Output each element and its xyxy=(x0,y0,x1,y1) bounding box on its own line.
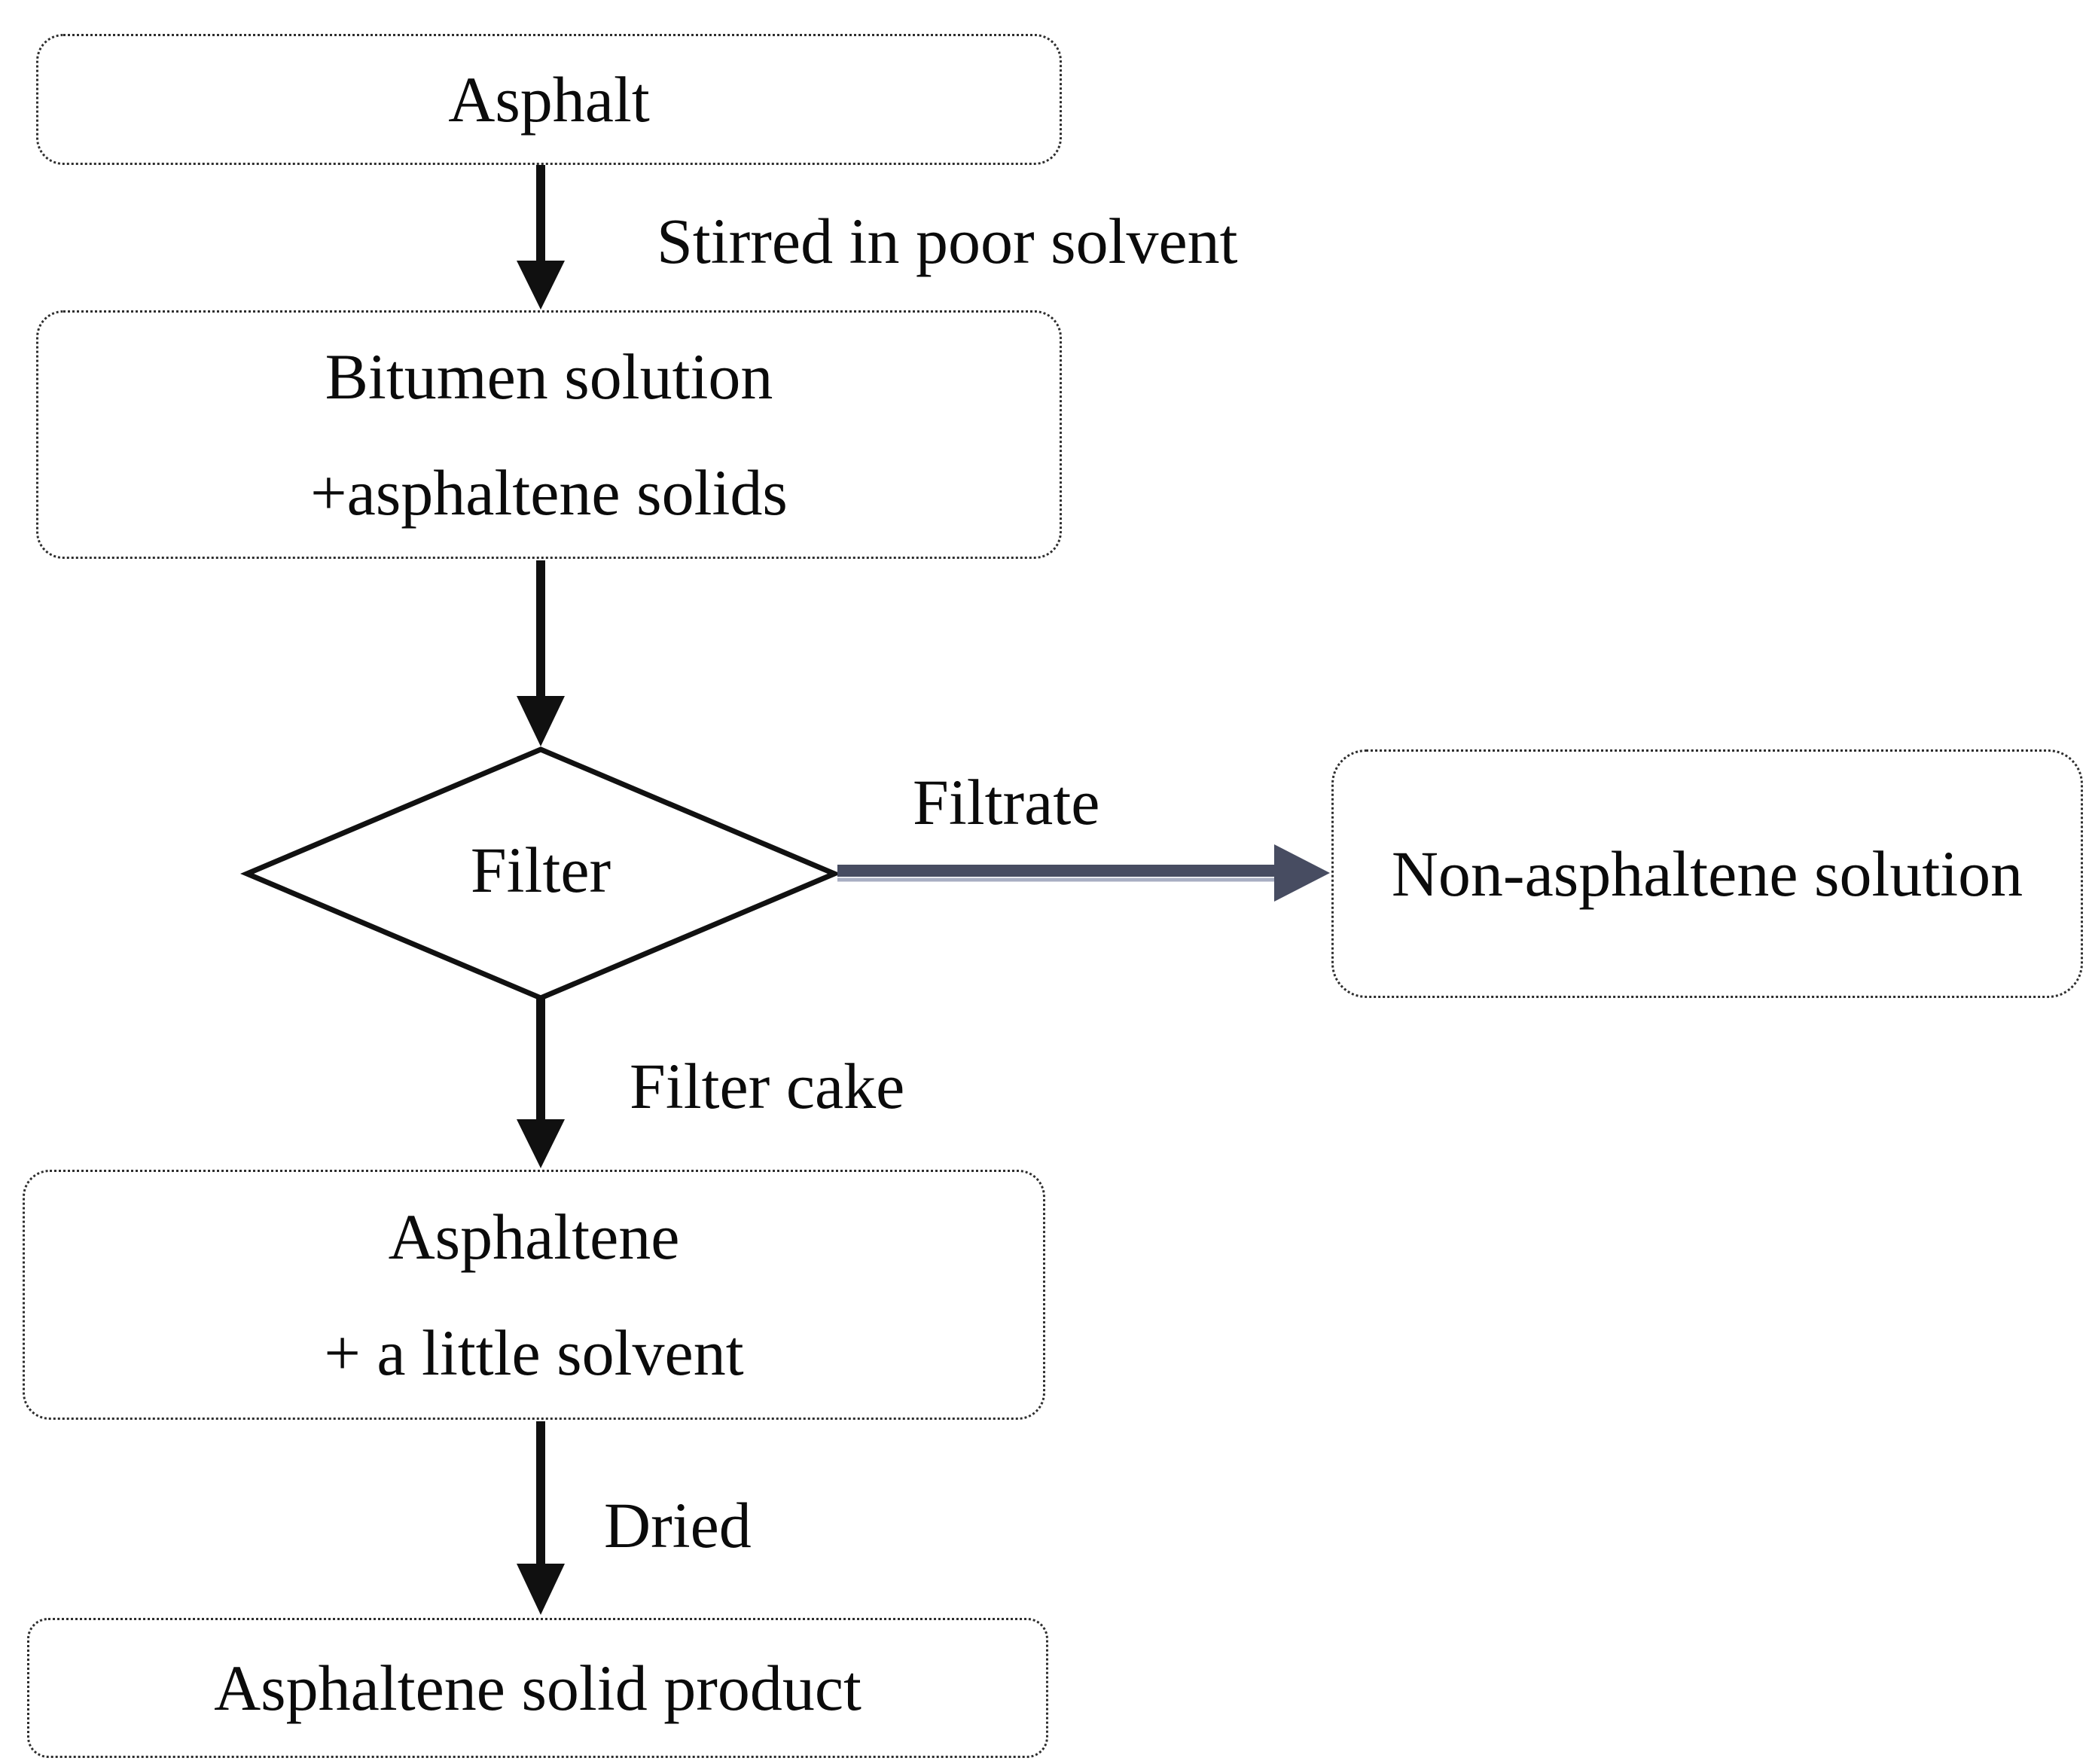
node-asphaltene: Asphaltene + a little solvent xyxy=(23,1170,1045,1420)
node-asphalt: Asphalt xyxy=(36,34,1062,165)
arrow-filter-to-asphaltene xyxy=(517,998,565,1168)
node-non-asphaltene-solution: Non-asphaltene solution xyxy=(1331,749,2083,998)
arrow-filter-to-non-asphaltene xyxy=(837,844,1330,902)
arrow-asphalt-to-bitumen xyxy=(517,165,565,310)
node-product-label: Asphaltene solid product xyxy=(214,1651,862,1724)
edge-label-filtrate: Filtrate xyxy=(913,766,1100,838)
edge-label-filter-cake: Filter cake xyxy=(630,1050,905,1122)
arrow-asphaltene-to-product xyxy=(517,1421,565,1615)
node-asphaltene-line1: Asphaltene xyxy=(388,1200,680,1273)
node-bitumen-line2: +asphaltene solids xyxy=(310,456,788,529)
node-non-asphaltene-label: Non-asphaltene solution xyxy=(1391,837,2023,910)
node-bitumen-solution: Bitumen solution +asphaltene solids xyxy=(36,310,1062,559)
edge-label-stirred-in-poor-solvent: Stirred in poor solvent xyxy=(657,205,1238,277)
node-filter-label: Filter xyxy=(470,834,611,906)
edge-label-dried: Dried xyxy=(604,1489,752,1561)
arrow-bitumen-to-filter xyxy=(517,560,565,746)
node-asphaltene-line2: + a little solvent xyxy=(324,1317,744,1389)
node-bitumen-line1: Bitumen solution xyxy=(325,340,773,413)
node-asphaltene-solid-product: Asphaltene solid product xyxy=(27,1618,1048,1758)
node-asphalt-label: Asphalt xyxy=(448,63,650,136)
